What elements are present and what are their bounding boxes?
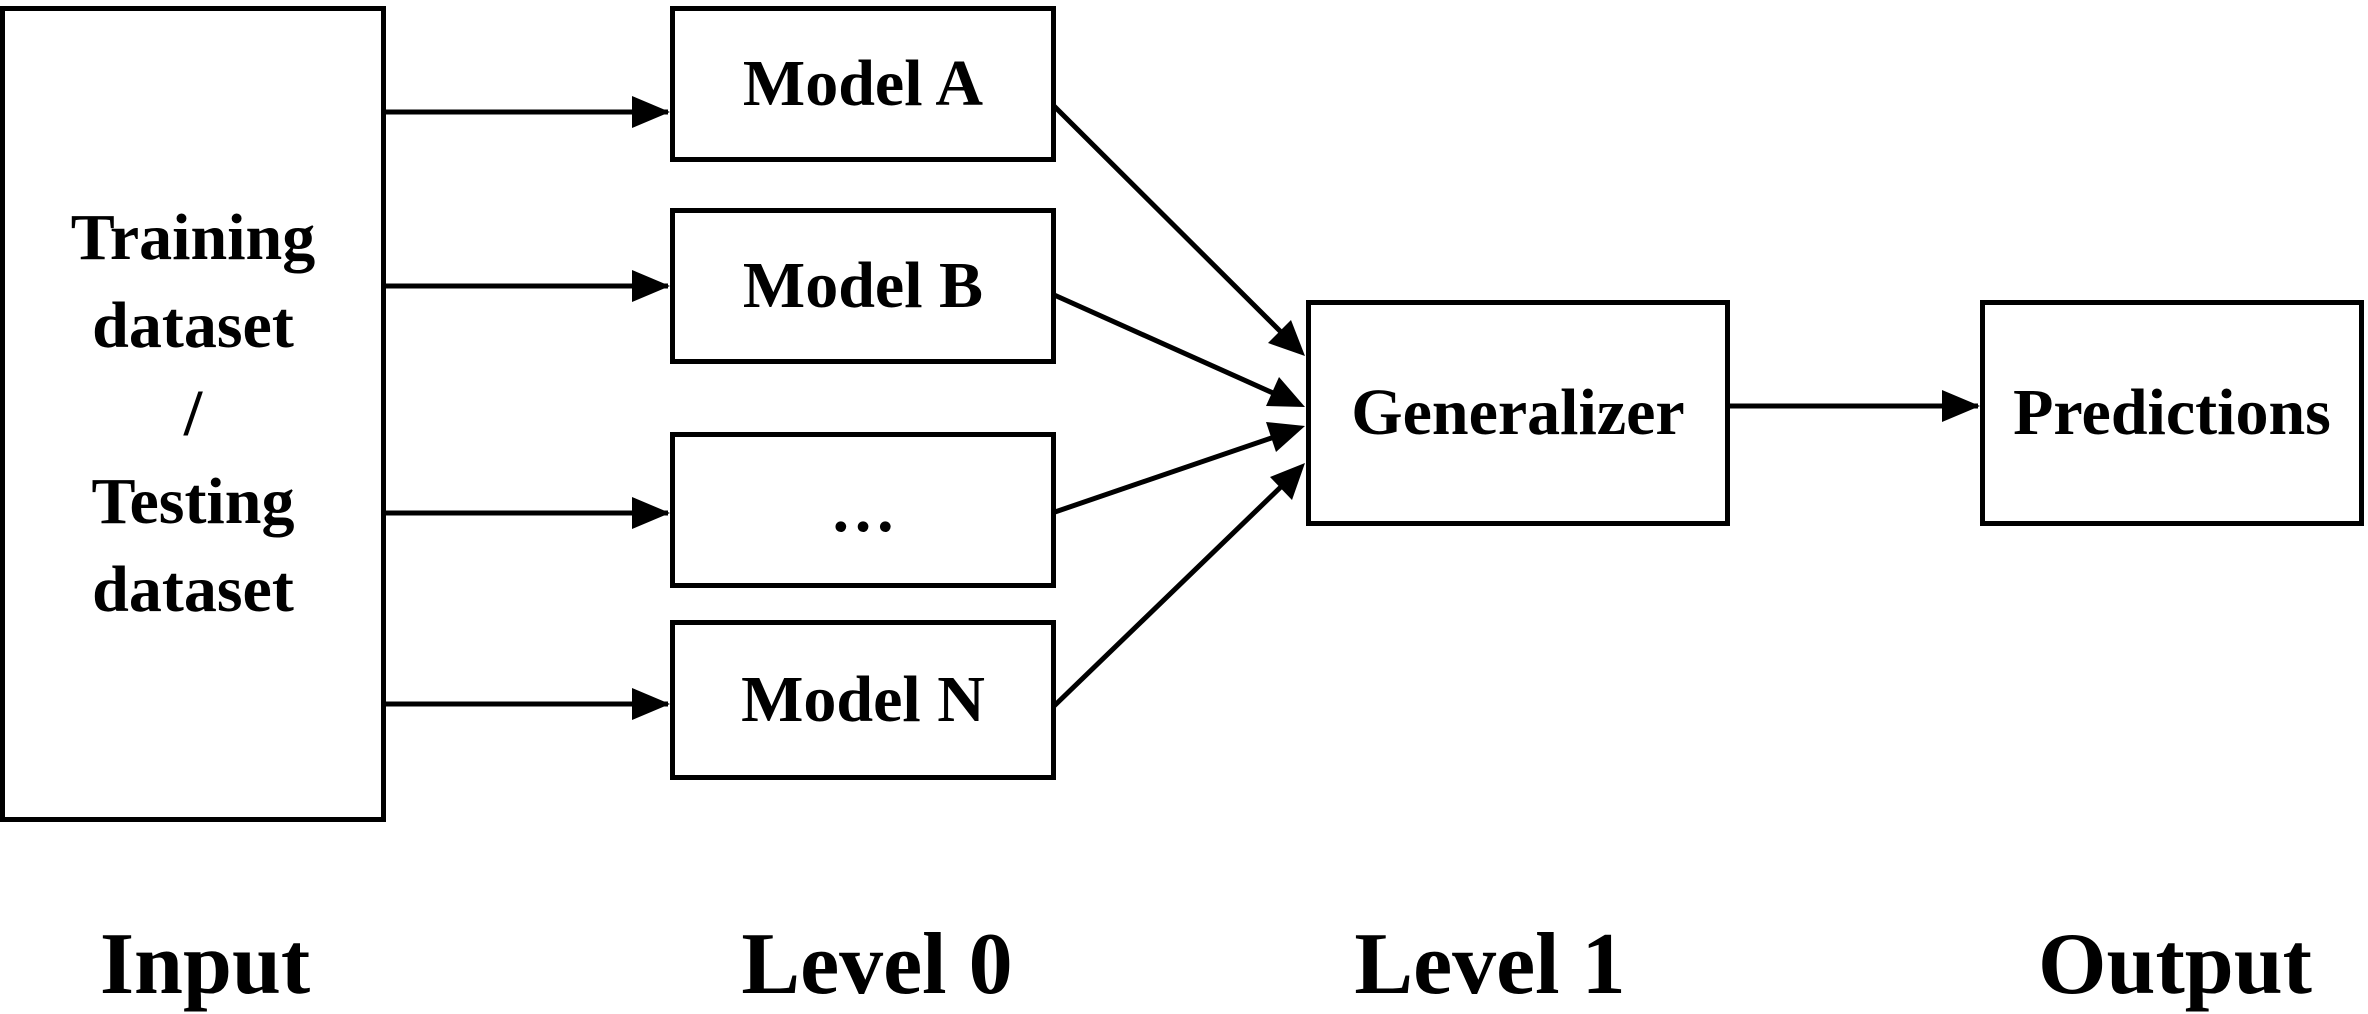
input-line-testing: Testing (91, 465, 295, 538)
input-dataset-box: Training dataset / Testing dataset (0, 6, 386, 822)
model-ellipsis-box: … (670, 432, 1056, 588)
input-dataset-text: Training dataset / Testing dataset (71, 194, 316, 634)
arrow-model-b-to-generalizer (1050, 291, 1284, 400)
stage-label-output: Output (2038, 916, 2312, 1013)
arrowhead-input-to-model-n (632, 688, 670, 720)
arrowhead-input-to-model-a (632, 96, 670, 128)
arrow-model-n-to-generalizer (1050, 479, 1289, 710)
arrowhead-input-to-model-ellipsis (632, 497, 670, 529)
arrowhead-model-n-to-generalizer (1270, 463, 1305, 500)
arrowhead-model-a-to-generalizer (1268, 320, 1305, 356)
arrow-model-a-to-generalizer (1050, 102, 1288, 339)
stage-label-level-1: Level 1 (1354, 916, 1626, 1013)
model-b-box: Model B (670, 208, 1056, 364)
model-n-box: Model N (670, 620, 1056, 780)
arrowhead-input-to-model-b (632, 270, 670, 302)
stage-label-level-0: Level 0 (741, 916, 1013, 1013)
arrowhead-ellipsis-to-generalizer (1266, 422, 1305, 452)
generalizer-label: Generalizer (1351, 376, 1685, 449)
input-line-dataset-1: dataset (92, 289, 294, 362)
generalizer-box: Generalizer (1306, 300, 1730, 526)
arrow-ellipsis-to-generalizer (1051, 431, 1284, 516)
predictions-label: Predictions (2013, 376, 2331, 449)
model-ellipsis-label: … (830, 473, 896, 546)
arrowhead-model-b-to-generalizer (1266, 377, 1305, 407)
arrowhead-generalizer-to-predictions (1942, 390, 1980, 422)
stage-label-input: Input (99, 916, 311, 1013)
input-line-slash: / (183, 377, 203, 450)
predictions-box: Predictions (1980, 300, 2364, 526)
model-a-box: Model A (670, 6, 1056, 162)
input-line-dataset-2: dataset (92, 553, 294, 626)
model-n-label: Model N (741, 663, 985, 736)
input-line-training: Training (70, 201, 316, 274)
model-a-label: Model A (742, 47, 984, 120)
model-b-label: Model B (742, 249, 984, 322)
